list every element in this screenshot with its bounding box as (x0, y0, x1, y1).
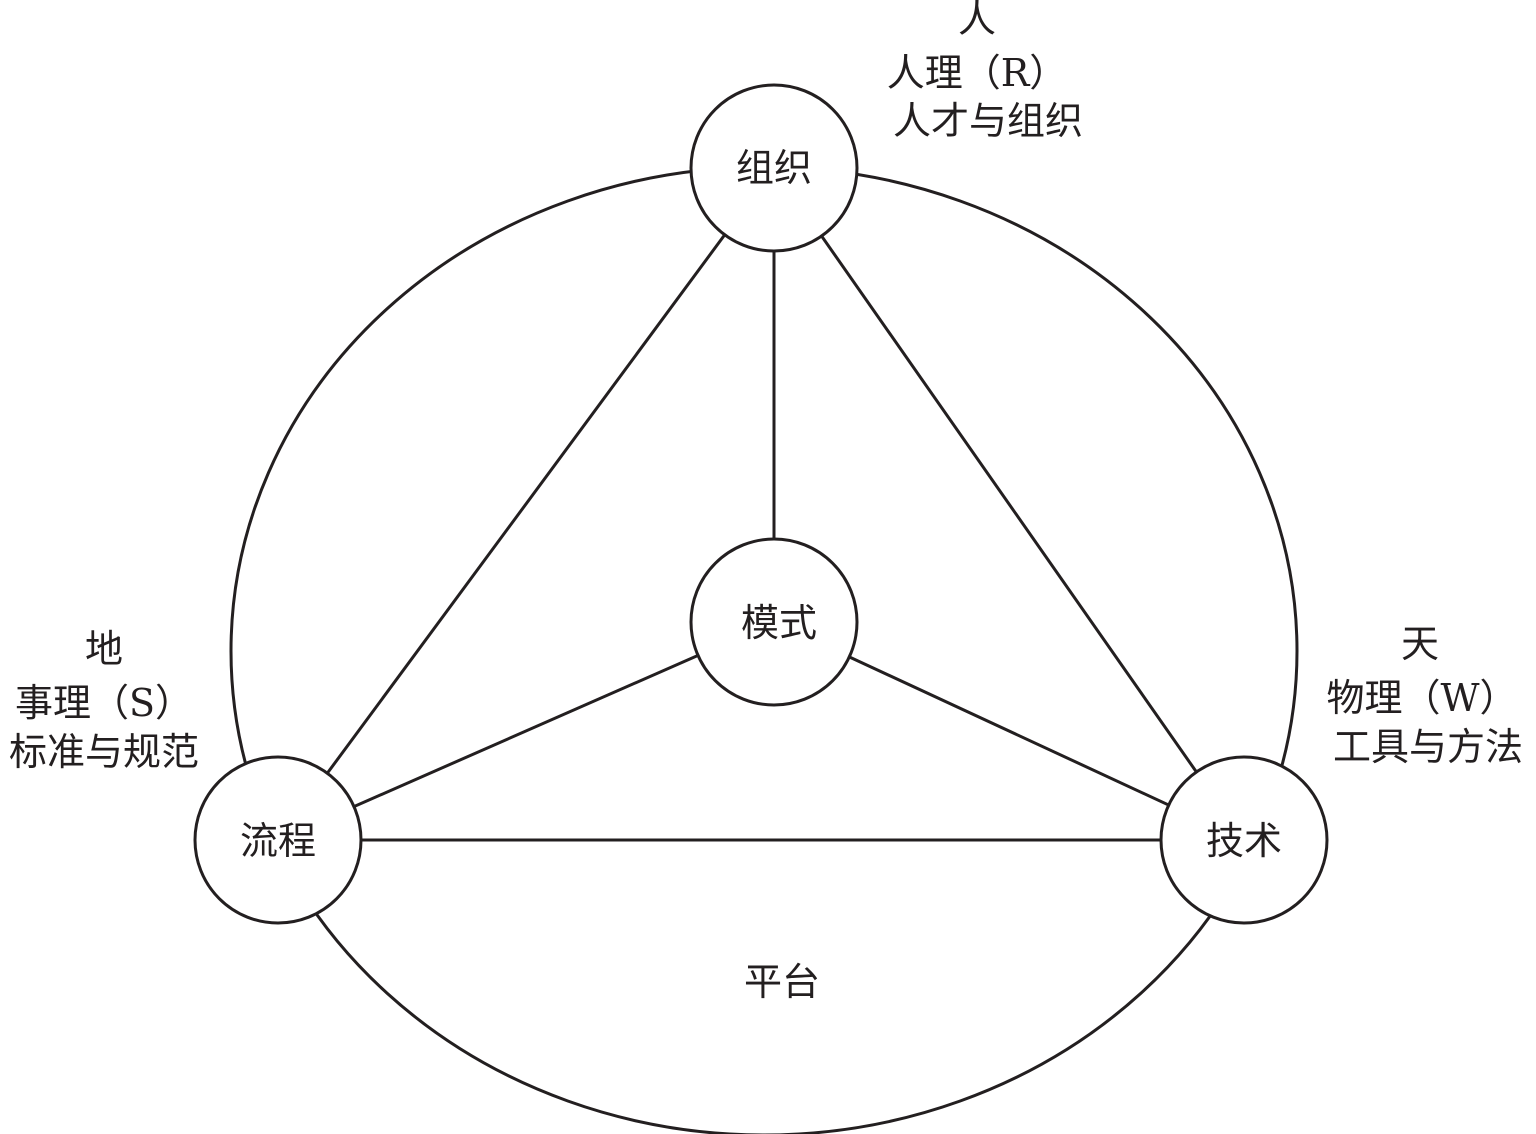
line-model-process (277, 620, 775, 842)
node-process-circle (193, 755, 363, 925)
node-technology: 技术 (1159, 755, 1329, 925)
caption-top-line1: 人 (958, 0, 996, 41)
platform-label: 平台 (744, 960, 820, 1004)
node-model-circle (689, 537, 859, 707)
caption-right-line2: 物理（W） (1326, 676, 1517, 720)
node-organization-label: 组织 (736, 146, 812, 190)
node-process: 流程 (193, 755, 363, 925)
node-model-label: 模式 (741, 601, 817, 645)
caption-left-line3: 标准与规范 (9, 730, 199, 774)
node-organization-circle (689, 83, 859, 253)
line-model-tech (773, 620, 1245, 842)
node-model: 模式 (689, 537, 859, 707)
caption-left-line1: 地 (85, 627, 123, 671)
caption-left: 地 事理（S） 标准与规范 (9, 627, 199, 774)
line-org-process (276, 167, 776, 841)
connector-lines (276, 167, 1246, 842)
caption-top-line2: 人理（R） (887, 51, 1068, 95)
node-technology-label: 技术 (1206, 819, 1282, 863)
caption-right-line3: 工具与方法 (1333, 725, 1523, 769)
caption-left-line2: 事理（S） (15, 681, 193, 725)
caption-right: 天 物理（W） 工具与方法 (1326, 622, 1523, 769)
node-organization: 组织 (689, 83, 859, 253)
node-process-label: 流程 (240, 819, 316, 863)
caption-top: 人 人理（R） 人才与组织 (887, 0, 1083, 143)
line-org-tech (772, 167, 1246, 841)
caption-top-line3: 人才与组织 (893, 99, 1083, 143)
node-technology-circle (1159, 755, 1329, 925)
caption-right-line1: 天 (1401, 622, 1439, 666)
